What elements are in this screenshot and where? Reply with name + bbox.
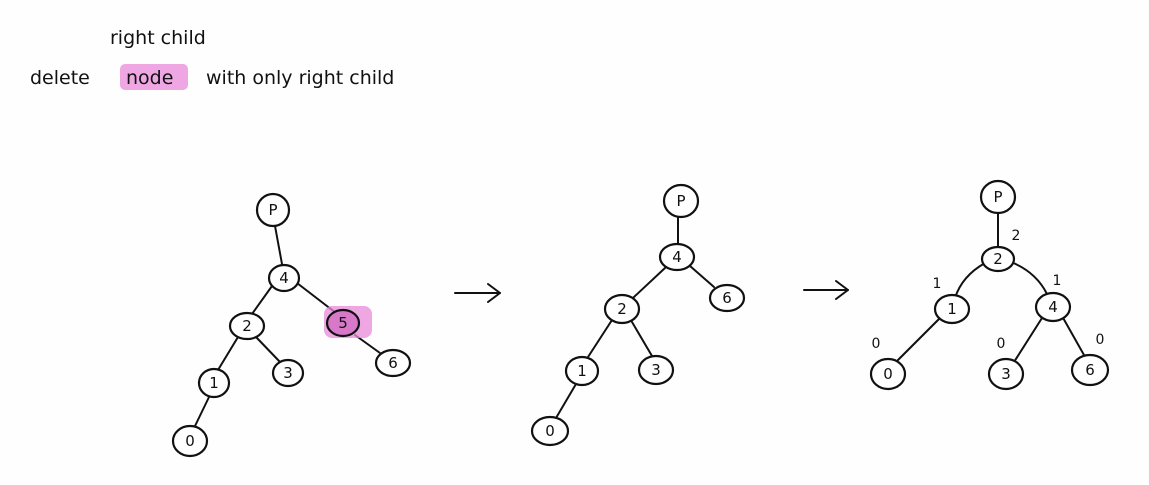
edge-2-1: [217, 336, 239, 371]
height-label: 0: [997, 336, 1006, 352]
tree-node: 1 1: [933, 276, 971, 325]
title-text-delete: delete: [30, 67, 90, 89]
height-label: 0: [1096, 332, 1105, 348]
edge-2-4: [1010, 261, 1048, 295]
edge-4-2: [633, 267, 666, 298]
annotation-right-child: right child: [110, 27, 206, 49]
node-label: P: [268, 201, 277, 219]
tree-node: P: [662, 183, 700, 219]
node-label: 2: [617, 300, 627, 318]
tree-node: 6: [708, 283, 746, 313]
node-label: P: [676, 192, 685, 210]
height-label: 0: [872, 336, 881, 352]
node-label: 3: [283, 364, 293, 382]
height-label: 2: [1012, 228, 1021, 244]
node-label: P: [993, 188, 1002, 206]
edge-2-3: [255, 336, 281, 363]
tree-node: P: [979, 179, 1017, 215]
height-label: 1: [1053, 273, 1062, 289]
tree-rebalanced: P 2 2 1 1 4 1 0 0 3 0 6 0: [869, 179, 1110, 391]
node-label: 0: [883, 365, 893, 383]
node-label: 6: [722, 289, 732, 307]
edge-2-1: [587, 319, 613, 358]
tree-after-delete-edges: [555, 217, 715, 419]
tree-node: 1: [197, 367, 231, 399]
node-label: 4: [1048, 298, 1058, 316]
node-label: 6: [1085, 361, 1095, 379]
edge-2-3: [631, 321, 653, 357]
edge-4-2: [251, 285, 273, 315]
tree-node: 3: [637, 354, 675, 386]
tree-node: 2: [228, 311, 266, 341]
tree-node: 3 0: [987, 336, 1025, 391]
height-label: 1: [933, 276, 942, 292]
tree-node: 2 2: [980, 228, 1021, 273]
tree-node: P: [255, 192, 291, 228]
node-label: 0: [545, 422, 555, 440]
edge-4-6: [689, 265, 715, 288]
title-text-rest: with only right child: [206, 67, 394, 89]
edge-1-0: [555, 383, 577, 419]
edge-2-1: [954, 262, 986, 299]
tree-node: 2: [603, 293, 641, 325]
node-label: 2: [993, 250, 1003, 268]
title-text-node: node: [126, 67, 173, 89]
tree-node: 4: [267, 263, 301, 293]
tree-node-highlighted: 5: [324, 306, 372, 338]
title-highlight-mark: [120, 64, 188, 90]
node-label: 1: [947, 300, 957, 318]
node-label: 1: [209, 374, 219, 392]
node-label: 2: [242, 317, 252, 335]
tree-node: 1: [564, 355, 600, 387]
tree-after-delete: P 4 2 6 1 3 0: [530, 183, 746, 447]
node-label: 5: [338, 314, 348, 332]
tree-node: 0 0: [869, 336, 907, 391]
node-label: 1: [577, 362, 587, 380]
node-label: 6: [388, 354, 398, 372]
edge-1-0: [194, 394, 211, 427]
tree-node: 6: [374, 348, 412, 378]
node-label: 0: [185, 432, 195, 450]
edge-4-3: [1013, 317, 1043, 363]
node-label: 3: [651, 361, 661, 379]
node-label: 3: [1001, 365, 1011, 383]
tree-node: 4: [658, 242, 696, 272]
edge-p-4: [274, 225, 283, 265]
node-label: 4: [672, 248, 682, 266]
arrow-step-1: [454, 283, 501, 303]
edge-4-6: [1061, 315, 1085, 356]
tree-node: 3: [271, 358, 305, 388]
arrow-step-2: [803, 280, 849, 300]
tree-node: 6 0: [1070, 332, 1110, 387]
tree-node: 0: [530, 415, 570, 447]
node-label: 4: [279, 269, 289, 287]
edge-1-0: [897, 317, 941, 361]
tree-before: P 4 2 5 1 3 6 0: [171, 192, 412, 458]
tree-node: 4 1: [1034, 273, 1072, 323]
tree-node: 0: [171, 424, 209, 458]
